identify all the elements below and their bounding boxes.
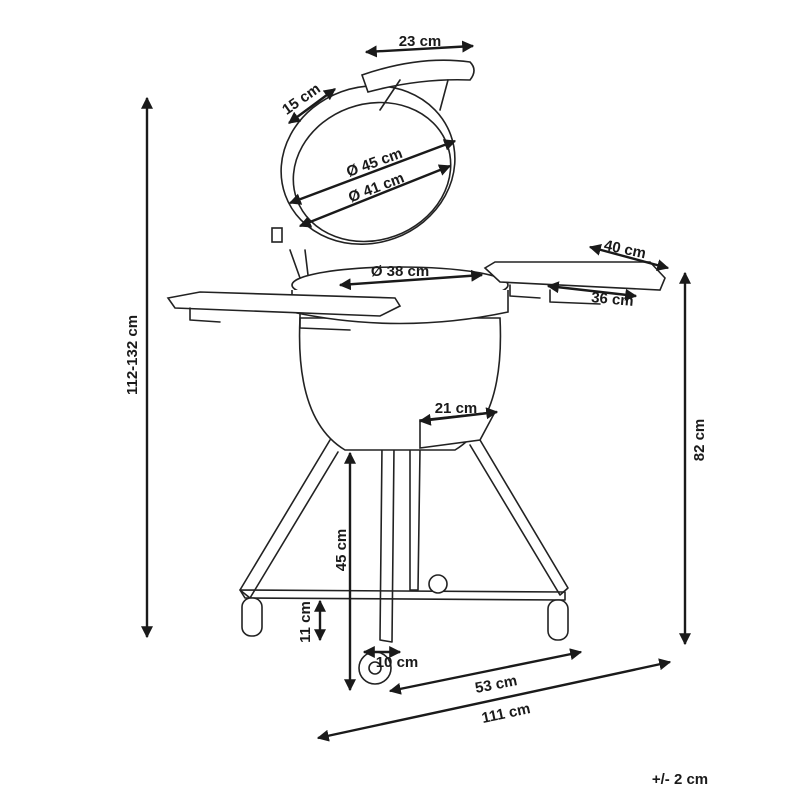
side-table-left bbox=[166, 291, 402, 331]
label-total-width: 111 cm bbox=[480, 700, 532, 727]
side-table-right bbox=[483, 261, 666, 305]
label-wheel-height: 11 cm bbox=[297, 601, 314, 643]
dimension-lines bbox=[141, 40, 691, 742]
label-table-width: 36 cm bbox=[590, 289, 634, 310]
label-depth: 53 cm bbox=[474, 672, 519, 697]
label-total-height: 112-132 cm bbox=[124, 315, 141, 395]
label-leg-height: 45 cm bbox=[333, 529, 350, 572]
label-tolerance: +/- 2 cm bbox=[652, 771, 708, 788]
label-grate-diameter: Ø 38 cm bbox=[371, 263, 429, 280]
label-handle-width: 23 cm bbox=[399, 33, 442, 50]
label-wheel-width: 10 cm bbox=[376, 654, 419, 671]
label-vent-width: 21 cm bbox=[435, 400, 478, 417]
grill-illustration bbox=[166, 59, 666, 685]
lid-handle bbox=[360, 59, 475, 93]
label-table-length: 40 cm bbox=[602, 237, 647, 262]
label-table-height: 82 cm bbox=[691, 419, 708, 462]
